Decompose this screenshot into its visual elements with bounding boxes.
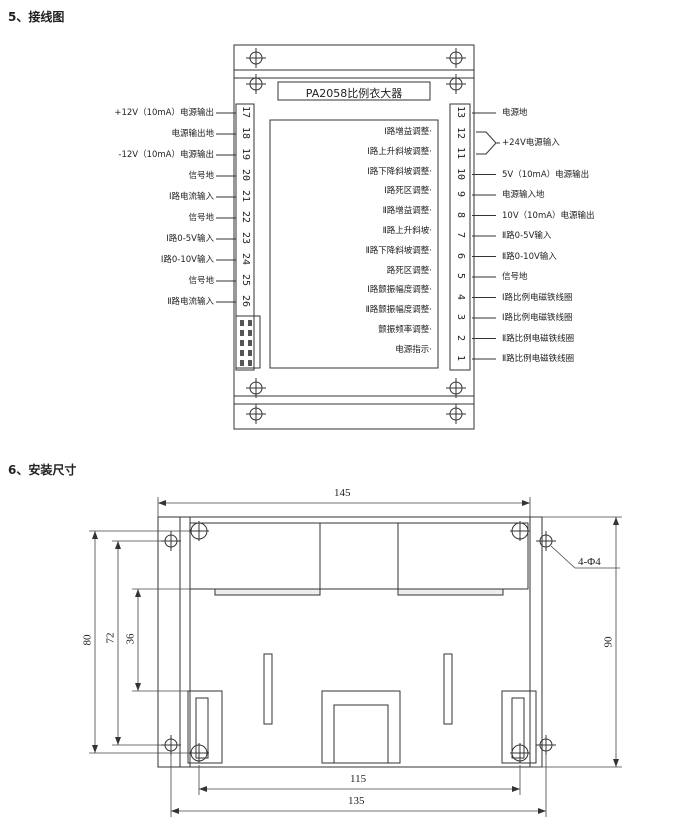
left-terminal-label: Ⅰ路0-10V输入 [160, 255, 214, 265]
left-terminal-number: 17 [240, 105, 251, 119]
left-terminal-number: 19 [240, 147, 251, 161]
right-terminal-number: 8 [455, 211, 466, 218]
dip-switch [240, 320, 252, 366]
left-terminal-label: 电源输出地 [171, 129, 214, 139]
right-terminal-number: 12 [455, 126, 466, 139]
section-6-title: 6、安装尺寸 [8, 463, 77, 477]
right-terminal-label: 信号地 [502, 272, 528, 282]
mount-holes [161, 521, 556, 763]
right-terminal-number: 2 [455, 334, 466, 341]
dim-holes: 4-Φ4 [578, 556, 601, 568]
dim-height-outer: 80 [81, 634, 94, 646]
left-terminal-label: 信号地 [188, 213, 214, 223]
left-terminal-number: 18 [240, 126, 251, 140]
left-terminal-label: Ⅱ路电流输入 [167, 297, 214, 307]
right-terminal-number: 13 [455, 105, 466, 119]
right-terminal-label: Ⅱ路比例电磁铁线圈 [502, 333, 575, 344]
right-terminal-number: 3 [455, 313, 466, 321]
adjustment-item: Ⅰ路下降斜坡调整· [367, 166, 432, 177]
right-terminal-label: Ⅱ路0-10V输入 [502, 251, 557, 262]
left-terminal-number: 21 [240, 189, 251, 203]
right-terminal-label: Ⅱ路0-5V输入 [502, 231, 552, 241]
mount-marks [246, 48, 466, 424]
left-terminal-label: 信号地 [188, 171, 214, 181]
right-terminal-label: 10V（10mA）电源输出 [502, 210, 595, 221]
dim-height-right: 90 [602, 636, 615, 648]
adjustment-item: 路死区调整· [386, 265, 432, 276]
left-terminal-number: 20 [240, 168, 251, 182]
right-terminal-number: 10 [455, 167, 466, 180]
right-terminal-number: 11 [455, 146, 466, 160]
right-terminal-label: Ⅱ路比例电磁铁线圈 [502, 354, 575, 364]
board-outline [233, 44, 475, 430]
right-terminal-number: 9 [455, 190, 466, 198]
left-terminal-number: 25 [240, 273, 251, 287]
left-terminal-label: Ⅰ路0-5V输入 [166, 234, 214, 244]
adjustment-item: 颤振频率调整· [378, 325, 432, 335]
adjustment-item: 电源指示· [395, 344, 432, 355]
right-terminal-number: 6 [455, 252, 466, 259]
right-terminal-label: Ⅰ路比例电磁铁线圈 [502, 292, 573, 303]
dim-width-inner: 115 [350, 773, 367, 785]
adjustment-panel: Ⅰ路增益调整· Ⅰ路上升斜坡调整· Ⅰ路下降斜坡调整· Ⅰ路死区调整· Ⅱ路增益调整· Ⅱ… [272, 122, 432, 368]
right-terminal-number: 5 [455, 272, 466, 280]
dim-height-mid: 72 [104, 632, 117, 644]
right-terminal-label: 5V（10mA）电源输出 [502, 169, 590, 180]
right-terminal-number: 4 [455, 293, 466, 300]
section-5-title: 5、接线图 [8, 10, 65, 24]
left-terminal-label: Ⅰ路电流输入 [168, 192, 214, 202]
right-terminal-label: 电源输入地 [502, 190, 545, 200]
right-terminal-label: 电源地 [502, 108, 528, 118]
adjustment-item: Ⅰ路死区调整· [384, 186, 432, 197]
left-terminal-label: 信号地 [188, 276, 214, 286]
adjustment-item: Ⅱ路增益调整· [382, 206, 432, 217]
adjustment-item: Ⅰ路颤振幅度调整· [367, 285, 432, 296]
adjustment-item: Ⅱ路颤振幅度调整· [365, 305, 432, 316]
right-terminal-number: 7 [455, 231, 466, 239]
dim-width-bottom: 135 [348, 795, 365, 807]
left-terminal-label: -12V（10mA）电源输出 [118, 150, 214, 160]
power-input-label: +24V电源输入 [502, 138, 560, 148]
board-name: PA2058比例衣大器 [305, 87, 403, 100]
dim-height-inner: 36 [124, 633, 137, 645]
left-terminal-number: 23 [240, 231, 251, 245]
adjustment-item: Ⅱ路上升斜坡· [382, 226, 432, 236]
adjustment-item: Ⅰ路上升斜坡调整· [367, 146, 432, 157]
left-terminal-number: 22 [240, 210, 251, 224]
adjustment-item: Ⅱ路下降斜坡调整· [365, 245, 432, 256]
dim-width-top: 145 [334, 487, 351, 499]
adjustment-item: Ⅰ路增益调整· [384, 127, 432, 137]
right-terminal-number: 1 [455, 354, 466, 362]
left-terminal-number: 26 [240, 294, 251, 308]
right-terminal-label: Ⅰ路比例电磁铁线圈 [502, 313, 573, 323]
left-terminal-label: +12V（10mA）电源输出 [114, 108, 214, 118]
left-terminal-number: 24 [240, 252, 251, 266]
